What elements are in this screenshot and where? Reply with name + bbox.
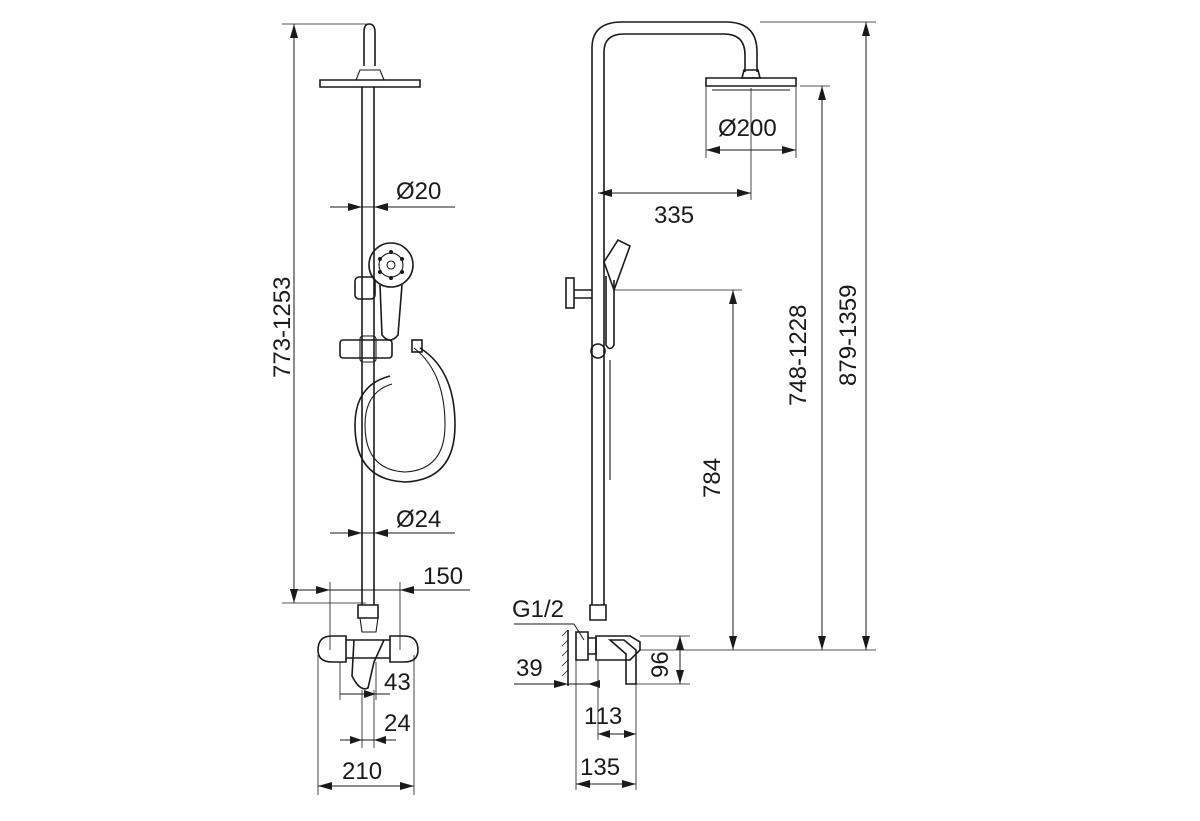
label-mid-height: 748-1228 bbox=[785, 305, 812, 406]
dim-rod-lower: Ø24 bbox=[330, 506, 455, 537]
label-side-96: 96 bbox=[647, 651, 674, 678]
dim-side-113: 113 bbox=[575, 660, 637, 790]
dim-front-width: 210 bbox=[317, 655, 415, 795]
dim-head-diameter: Ø200 bbox=[705, 86, 797, 158]
label-front-height: 773-1253 bbox=[269, 277, 296, 378]
dim-holder-height: 784 bbox=[614, 289, 742, 650]
dim-rod-upper: Ø20 bbox=[330, 178, 455, 211]
label-front-spacing: 150 bbox=[423, 563, 463, 590]
label-total-height: 879-1359 bbox=[835, 285, 862, 386]
front-hand-shower bbox=[354, 242, 414, 341]
dim-front-spacing: 150 bbox=[290, 563, 470, 650]
front-slider bbox=[339, 339, 393, 359]
dim-arm-reach: 335 bbox=[598, 88, 752, 229]
front-head-shower bbox=[319, 79, 421, 88]
dim-side-96: 96 bbox=[636, 635, 690, 685]
front-view: 773-1253 Ø20 Ø24 150 bbox=[269, 23, 470, 795]
label-side-135: 135 bbox=[580, 754, 620, 781]
dim-side-135: 135 bbox=[576, 754, 636, 788]
dim-total-height: 879-1359 bbox=[760, 21, 876, 650]
dim-side-39: 39 bbox=[514, 655, 600, 688]
label-rod-lower: Ø24 bbox=[396, 506, 441, 533]
side-head-shower bbox=[705, 69, 797, 91]
dim-front-43: 43 bbox=[339, 662, 411, 700]
label-thread: G1/2 bbox=[512, 596, 564, 623]
label-front-43: 43 bbox=[384, 669, 411, 696]
dim-front-height: 773-1253 bbox=[269, 23, 366, 604]
side-view: Ø200 335 784 748-1228 bbox=[512, 21, 876, 790]
front-hose bbox=[354, 339, 456, 483]
label-rod-upper: Ø20 bbox=[396, 178, 441, 205]
label-head-diameter: Ø200 bbox=[718, 115, 777, 142]
label-arm-reach: 335 bbox=[654, 202, 694, 229]
label-front-24: 24 bbox=[384, 710, 411, 737]
dim-front-24: 24 bbox=[340, 690, 411, 748]
front-mixer bbox=[317, 635, 419, 690]
dim-thread: G1/2 bbox=[512, 596, 585, 641]
side-wall-holder bbox=[565, 277, 592, 309]
dim-mid-height: 748-1228 bbox=[785, 85, 830, 650]
label-side-39: 39 bbox=[516, 655, 543, 682]
label-side-113: 113 bbox=[584, 703, 622, 730]
label-holder-height: 784 bbox=[699, 458, 726, 498]
side-hand-shower bbox=[590, 238, 631, 480]
side-mixer bbox=[561, 604, 641, 686]
label-front-width: 210 bbox=[342, 758, 382, 785]
